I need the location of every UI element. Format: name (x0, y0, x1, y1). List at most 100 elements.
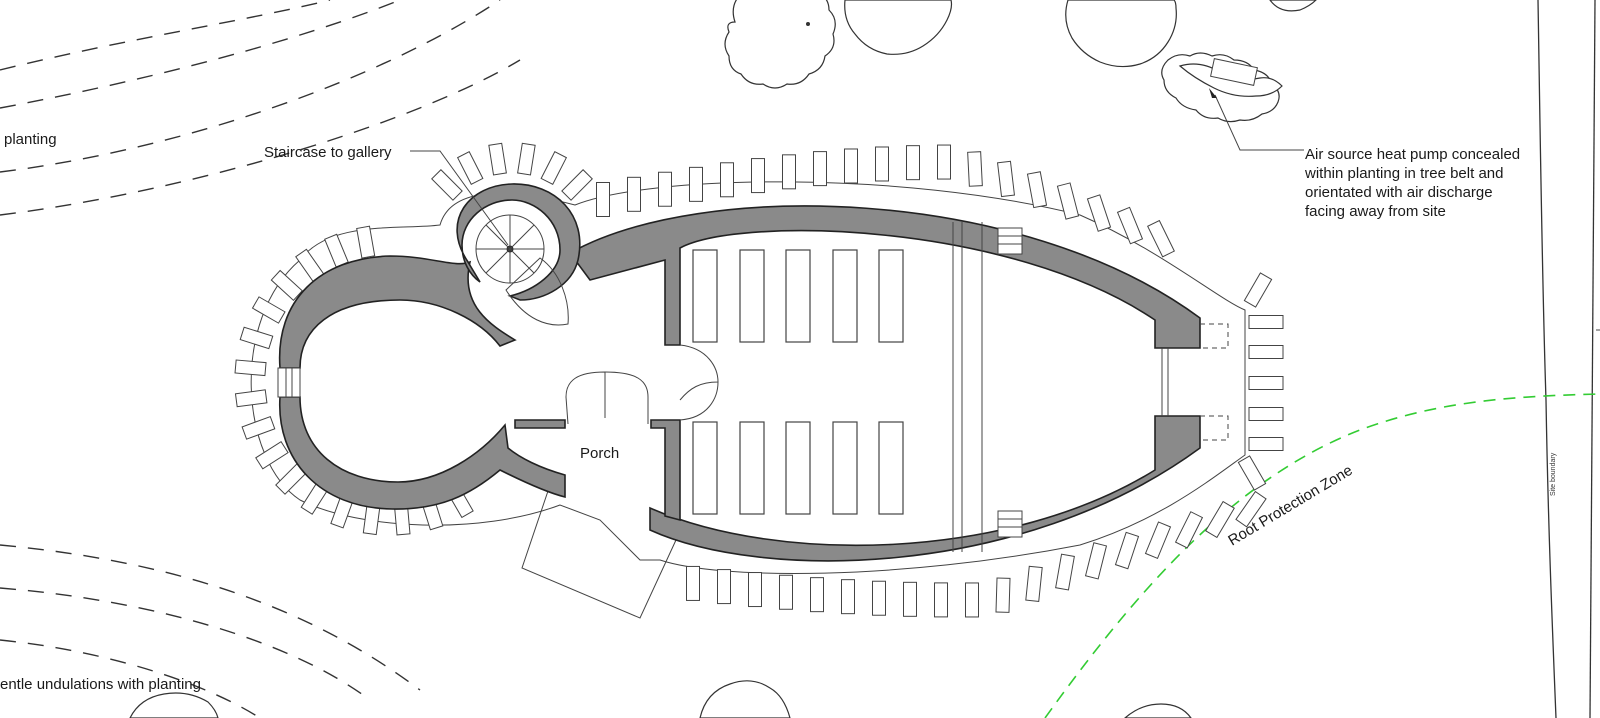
tree-canopies-top (724, 0, 1317, 89)
paving-slab (324, 233, 349, 268)
paving-slab (596, 181, 610, 217)
heat-pump-note: Air source heat pump concealed within pl… (1304, 146, 1520, 220)
site-boundary-lines (1537, 0, 1600, 718)
root-protection-zone-line (1044, 393, 1600, 718)
paving-slab (239, 326, 274, 350)
paving-slab (431, 169, 463, 201)
pew-north (878, 249, 904, 343)
pew-south (692, 421, 718, 515)
paving-slab (241, 416, 276, 440)
paving-slab (965, 582, 979, 618)
paving-slab (1248, 345, 1284, 359)
paving-slab (356, 225, 376, 259)
paving-slab (1116, 206, 1144, 245)
paving-slab (1248, 376, 1284, 390)
paving-slab (1237, 455, 1267, 491)
paving-slab (270, 269, 303, 302)
heat-pump-note-line-1: Air source heat pump concealed (1305, 146, 1520, 163)
nave-south-stub (650, 419, 681, 522)
staircase-label: Staircase to gallery (264, 144, 392, 161)
chancel-step-lines (952, 222, 1169, 552)
paving-slab (717, 569, 731, 605)
pew-south (739, 421, 765, 515)
paving-slab (1248, 437, 1284, 451)
planting-contours-top (0, 0, 521, 216)
planting-contours-bottom (0, 544, 421, 718)
west-chamber-south-wall (279, 396, 566, 510)
paving-slab (813, 151, 827, 187)
heat-pump-planting (1161, 52, 1283, 123)
paving-slab (782, 154, 796, 190)
paving-slab (720, 162, 734, 198)
undulations-label: entle undulations with planting (0, 676, 201, 693)
staircase-leader (410, 150, 509, 246)
paving-slab (996, 160, 1016, 198)
paving-slab (255, 440, 289, 470)
paving-slab (658, 171, 672, 207)
paving-slab (1056, 182, 1080, 220)
paving-slab (689, 166, 703, 202)
paving-slab (1144, 521, 1172, 560)
paving-slab (872, 580, 886, 616)
heat-pump-note-line-4: facing away from site (1305, 203, 1446, 220)
nave-south-wall (649, 415, 1201, 562)
paving-slab (561, 169, 593, 201)
paving-slab (627, 176, 641, 212)
planting-label: planting (4, 131, 57, 148)
west-chamber-north-wall (278, 255, 517, 369)
heat-pump-note-line-2: within planting in tree belt and (1304, 165, 1503, 182)
paving-slab (779, 574, 793, 610)
paving-slab (1248, 407, 1284, 421)
paving-slab (1055, 553, 1075, 591)
walls (278, 183, 1201, 562)
paving-slab (234, 389, 268, 408)
paving-slab (1243, 272, 1273, 308)
paving-slab (906, 145, 920, 181)
heat-pump-unit (1210, 58, 1258, 86)
pew-south (832, 421, 858, 515)
wall-windows (277, 227, 1023, 538)
paving-slab (1114, 531, 1140, 570)
heat-pump-leader (1214, 94, 1304, 151)
paving-slab (1084, 542, 1108, 580)
porch-label: Porch (580, 445, 619, 462)
porch-ramp-outline (521, 487, 677, 619)
paving-slab (1147, 219, 1175, 258)
paving-slab (844, 148, 858, 184)
paving-slab (517, 142, 536, 176)
tree-canopies-bottom (129, 680, 1192, 718)
paving-slab (456, 151, 484, 186)
paving-slab (875, 146, 889, 182)
paving-slab (841, 579, 855, 615)
porch-west-stub (514, 419, 566, 429)
paving-slab (1235, 490, 1267, 528)
paving-slabs (234, 142, 1284, 618)
pew-south (785, 421, 811, 515)
paving-slab (748, 572, 762, 608)
pew-south (878, 421, 904, 515)
paving-slab (488, 142, 507, 176)
paving-slab (937, 144, 951, 180)
pew-north (832, 249, 858, 343)
paving-slab (686, 565, 700, 601)
pew-north (739, 249, 765, 343)
paving-slab (1026, 171, 1048, 209)
paving-slab (1025, 565, 1043, 602)
pews (692, 249, 904, 515)
east-entrance-outlines (1200, 323, 1229, 441)
paving-slab (995, 577, 1011, 613)
nave-north-wall (568, 205, 1201, 349)
paving-slab (903, 581, 917, 617)
pew-north (692, 249, 718, 343)
porch-doors (565, 344, 719, 425)
paving-slab (751, 158, 765, 194)
paving-slab (540, 151, 568, 186)
pew-north (785, 249, 811, 343)
paving-slab (810, 577, 824, 613)
paving-slab (1205, 500, 1235, 539)
spiral-staircase (475, 214, 569, 326)
stair-tower-wall (456, 183, 581, 301)
root-protection-zone-label: Root Protection Zone (1225, 462, 1355, 550)
paving-slab (234, 359, 267, 377)
